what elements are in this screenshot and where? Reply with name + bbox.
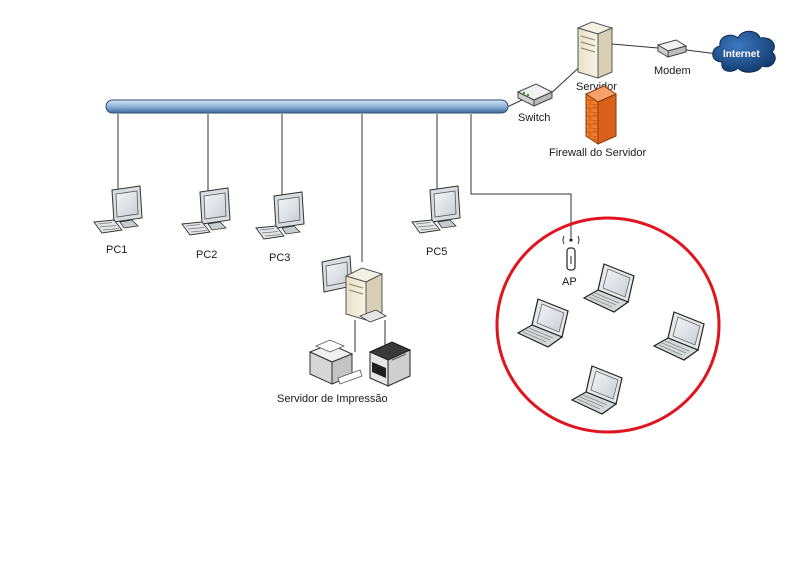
firewall-label: Firewall do Servidor bbox=[549, 147, 647, 159]
laptop-icon[interactable] bbox=[517, 298, 569, 348]
internet-cloud-icon: Internet bbox=[712, 30, 776, 73]
pc5-label: PC5 bbox=[426, 246, 447, 258]
firewall-icon[interactable] bbox=[584, 85, 618, 145]
laptop-icon[interactable] bbox=[571, 365, 623, 415]
switch-icon[interactable] bbox=[516, 83, 554, 107]
network-links bbox=[117, 43, 719, 352]
modem-icon[interactable] bbox=[656, 39, 688, 58]
pc2-icon[interactable] bbox=[181, 187, 231, 236]
access-point-icon[interactable] bbox=[562, 235, 580, 271]
multifunction-printer-icon[interactable] bbox=[368, 341, 412, 387]
laptop-icon[interactable] bbox=[653, 311, 705, 361]
internet-label: Internet bbox=[723, 49, 760, 60]
pc1-icon[interactable] bbox=[93, 185, 143, 234]
servidor-icon[interactable] bbox=[576, 21, 614, 79]
ap-label: AP bbox=[562, 276, 577, 288]
wireless-zone bbox=[495, 216, 721, 434]
pc1-label: PC1 bbox=[106, 244, 127, 256]
pc3-icon[interactable] bbox=[255, 191, 305, 240]
pc5-icon[interactable] bbox=[411, 185, 461, 234]
switch-label: Switch bbox=[518, 112, 550, 124]
print-server-icon[interactable] bbox=[321, 255, 388, 323]
modem-label: Modem bbox=[654, 65, 691, 77]
print-server-label: Servidor de Impressão bbox=[277, 393, 388, 405]
laptop-icon[interactable] bbox=[583, 263, 635, 313]
ethernet-backbone bbox=[105, 99, 509, 114]
pc2-label: PC2 bbox=[196, 249, 217, 261]
pc3-label: PC3 bbox=[269, 252, 290, 264]
printer-icon[interactable] bbox=[308, 339, 363, 385]
